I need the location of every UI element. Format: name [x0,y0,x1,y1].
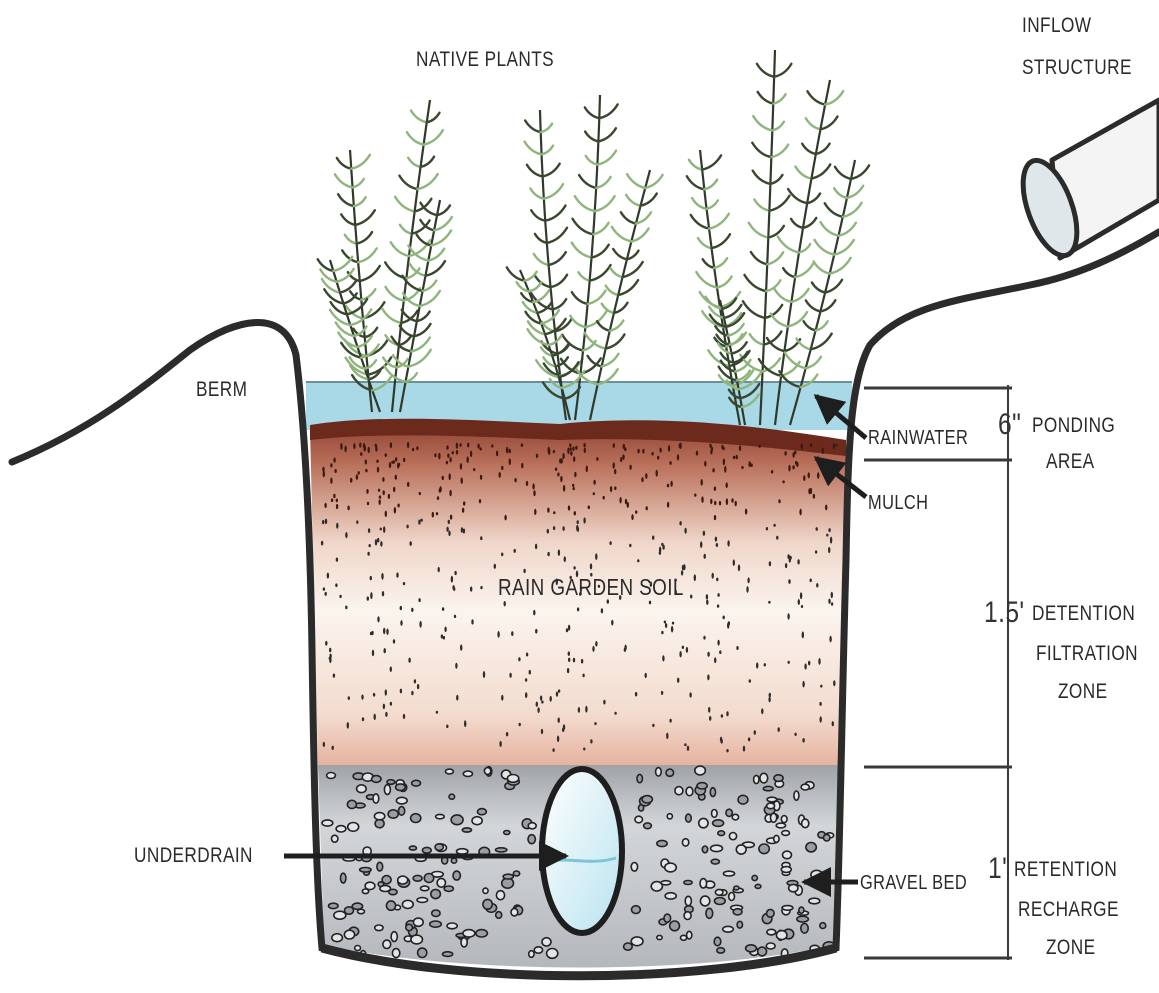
underdrain-pipe [542,769,622,933]
native-plants [318,50,869,425]
ponding-depth: 6" [998,408,1021,443]
detention-depth: 1.5' [984,596,1025,631]
ponding-label-line1: PONDING [1032,414,1115,438]
detention-label-line3: ZONE [1058,680,1107,704]
retention-label-line1: RETENTION [1014,858,1117,882]
rain-garden-soil-label: RAIN GARDEN SOIL [498,574,684,600]
underdrain-label: UNDERDRAIN [134,844,253,868]
native-plants-label: NATIVE PLANTS [416,48,554,72]
berm-label: BERM [196,378,247,402]
retention-depth: 1' [988,852,1007,887]
detention-label-line2: FILTRATION [1036,642,1138,666]
rainwater-label: RAINWATER [868,427,968,450]
inflow-structure-label-line2: STRUCTURE [1022,56,1132,80]
inflow-structure-label-line1: INFLOW [1022,14,1091,38]
detention-label-line1: DETENTION [1032,602,1135,626]
ponding-label-line2: AREA [1046,450,1095,474]
retention-label-line3: ZONE [1046,936,1095,960]
inflow-structure-pipe [1012,100,1159,263]
gravel-bed-label: GRAVEL BED [860,872,967,895]
retention-label-line2: RECHARGE [1018,898,1119,922]
mulch-label: MULCH [868,492,928,515]
